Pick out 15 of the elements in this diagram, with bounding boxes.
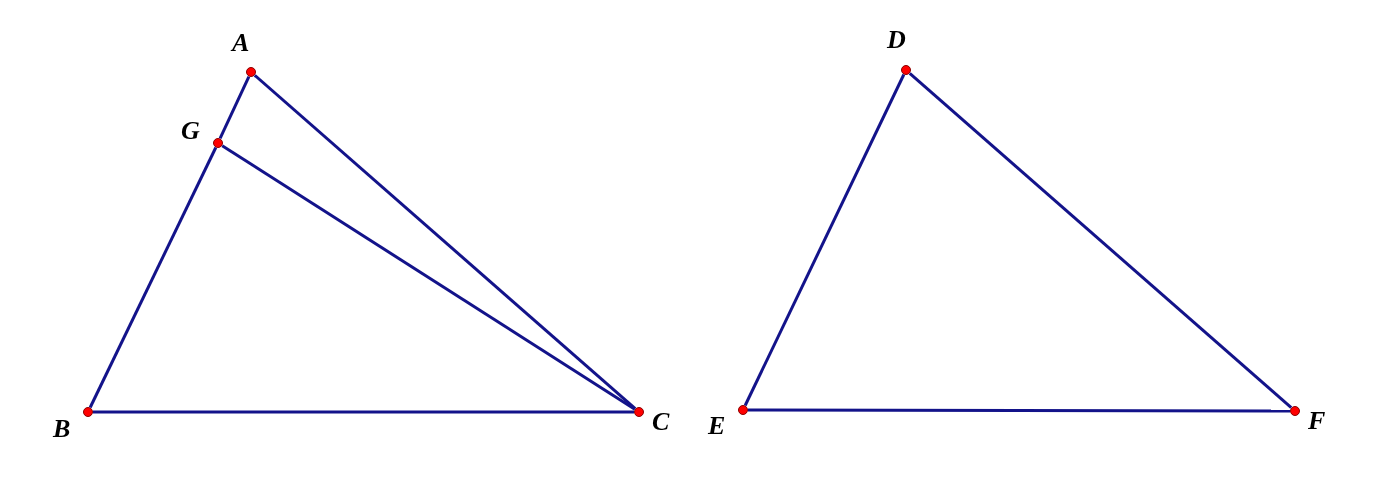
line-segment	[908, 72, 1293, 409]
point-label: E	[708, 413, 726, 439]
point-label: A	[232, 30, 250, 56]
line-segment	[221, 144, 636, 411]
point-label: F	[1308, 408, 1326, 434]
line-segment	[748, 408, 1290, 413]
line-segment	[743, 73, 906, 407]
line-segment	[253, 74, 637, 410]
line-segment	[218, 75, 251, 140]
line-segment	[93, 410, 634, 414]
line-segment	[88, 146, 218, 409]
point-label: C	[652, 409, 670, 435]
point-label: B	[53, 416, 71, 442]
point-label: D	[887, 27, 906, 53]
point-label: G	[181, 118, 200, 144]
